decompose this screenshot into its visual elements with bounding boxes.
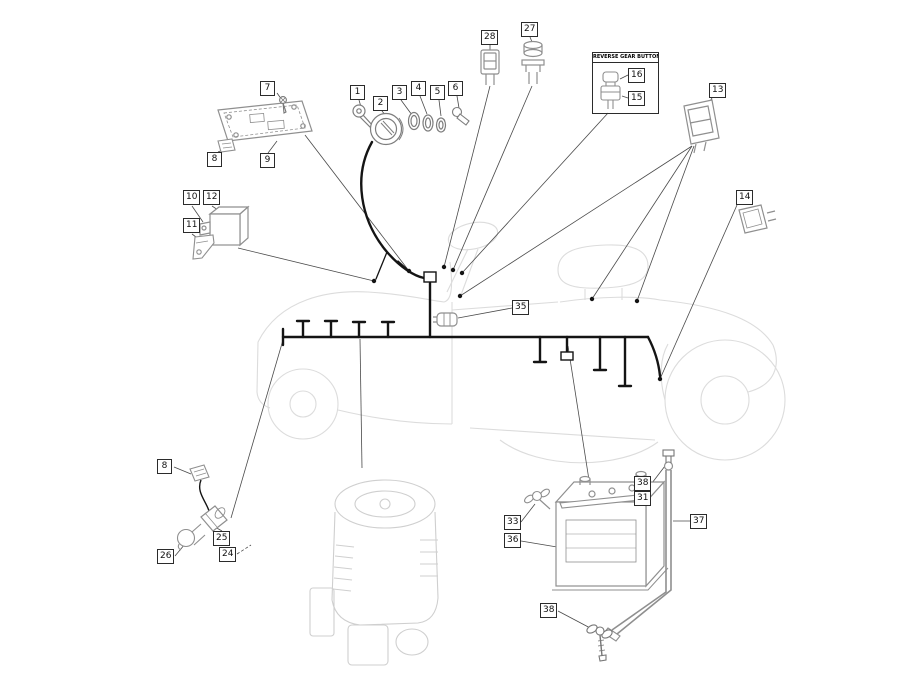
callout-24: 24 bbox=[219, 547, 237, 562]
part-ignition-switch bbox=[369, 112, 404, 146]
part-connector-8-mid bbox=[189, 464, 210, 482]
part-switch-13 bbox=[683, 99, 720, 154]
tractor-outline bbox=[256, 221, 786, 464]
part-connector-35 bbox=[433, 312, 458, 327]
reverse-gear-button-box: REVERSE GEAR BUTTON bbox=[592, 52, 659, 114]
callout-28: 28 bbox=[481, 30, 499, 45]
callout-7: 7 bbox=[260, 81, 275, 96]
callout-36: 36 bbox=[504, 533, 522, 548]
harness-terminal-dots bbox=[371, 264, 663, 382]
callout-14: 14 bbox=[736, 190, 754, 205]
part-washer bbox=[422, 114, 434, 132]
part-switch-27 bbox=[521, 40, 545, 84]
wiring-harness bbox=[281, 140, 663, 388]
part-circuit-board bbox=[217, 100, 313, 142]
callout-33: 33 bbox=[504, 515, 522, 530]
callout-12: 12 bbox=[203, 190, 221, 205]
part-key bbox=[352, 104, 374, 129]
callout-27: 27 bbox=[521, 22, 539, 37]
part-connector-top bbox=[217, 138, 236, 153]
part-bolt-38-top bbox=[662, 449, 675, 463]
part-battery-36 bbox=[552, 470, 669, 591]
callout-37: 37 bbox=[690, 514, 708, 529]
callout-25: 25 bbox=[213, 531, 231, 546]
part-nut bbox=[435, 117, 447, 133]
callout-4: 4 bbox=[411, 81, 426, 96]
reverse-gear-button-title: REVERSE GEAR BUTTON bbox=[593, 53, 658, 63]
part-bracket-11 bbox=[192, 234, 215, 260]
callout-8-mid: 8 bbox=[157, 459, 172, 474]
part-bulb-26 bbox=[176, 523, 206, 551]
callout-35: 35 bbox=[512, 300, 530, 315]
callout-16: 16 bbox=[628, 68, 646, 83]
part-reverse-gear-button bbox=[600, 71, 621, 109]
part-switch-28 bbox=[480, 49, 500, 85]
part-relay bbox=[199, 205, 250, 247]
part-switch-14 bbox=[738, 204, 777, 234]
part-key-cap bbox=[451, 106, 470, 126]
callout-10: 10 bbox=[183, 190, 201, 205]
callout-13: 13 bbox=[709, 83, 727, 98]
part-ring bbox=[407, 111, 421, 131]
callout-31: 31 bbox=[634, 491, 652, 506]
callout-8-top: 8 bbox=[207, 152, 222, 167]
leader-lines bbox=[173, 36, 738, 631]
callout-6: 6 bbox=[448, 81, 463, 96]
part-lamp-assembly bbox=[176, 464, 228, 551]
callout-15: 15 bbox=[628, 91, 646, 106]
callout-38-bottom: 38 bbox=[540, 603, 558, 618]
part-lamp-socket-25 bbox=[200, 505, 228, 532]
part-knob-33 bbox=[524, 488, 551, 510]
callout-38-top: 38 bbox=[634, 476, 652, 491]
callout-1: 1 bbox=[350, 85, 365, 100]
lamp-wire bbox=[199, 479, 210, 512]
callout-2: 2 bbox=[373, 96, 388, 111]
callout-9: 9 bbox=[260, 153, 275, 168]
part-wingnut-38-bottom bbox=[586, 624, 613, 662]
callout-3: 3 bbox=[392, 85, 407, 100]
engine-outline bbox=[309, 479, 439, 666]
callout-5: 5 bbox=[430, 85, 445, 100]
callout-11: 11 bbox=[183, 218, 201, 233]
callout-26: 26 bbox=[157, 549, 175, 564]
part-screw bbox=[279, 96, 287, 114]
